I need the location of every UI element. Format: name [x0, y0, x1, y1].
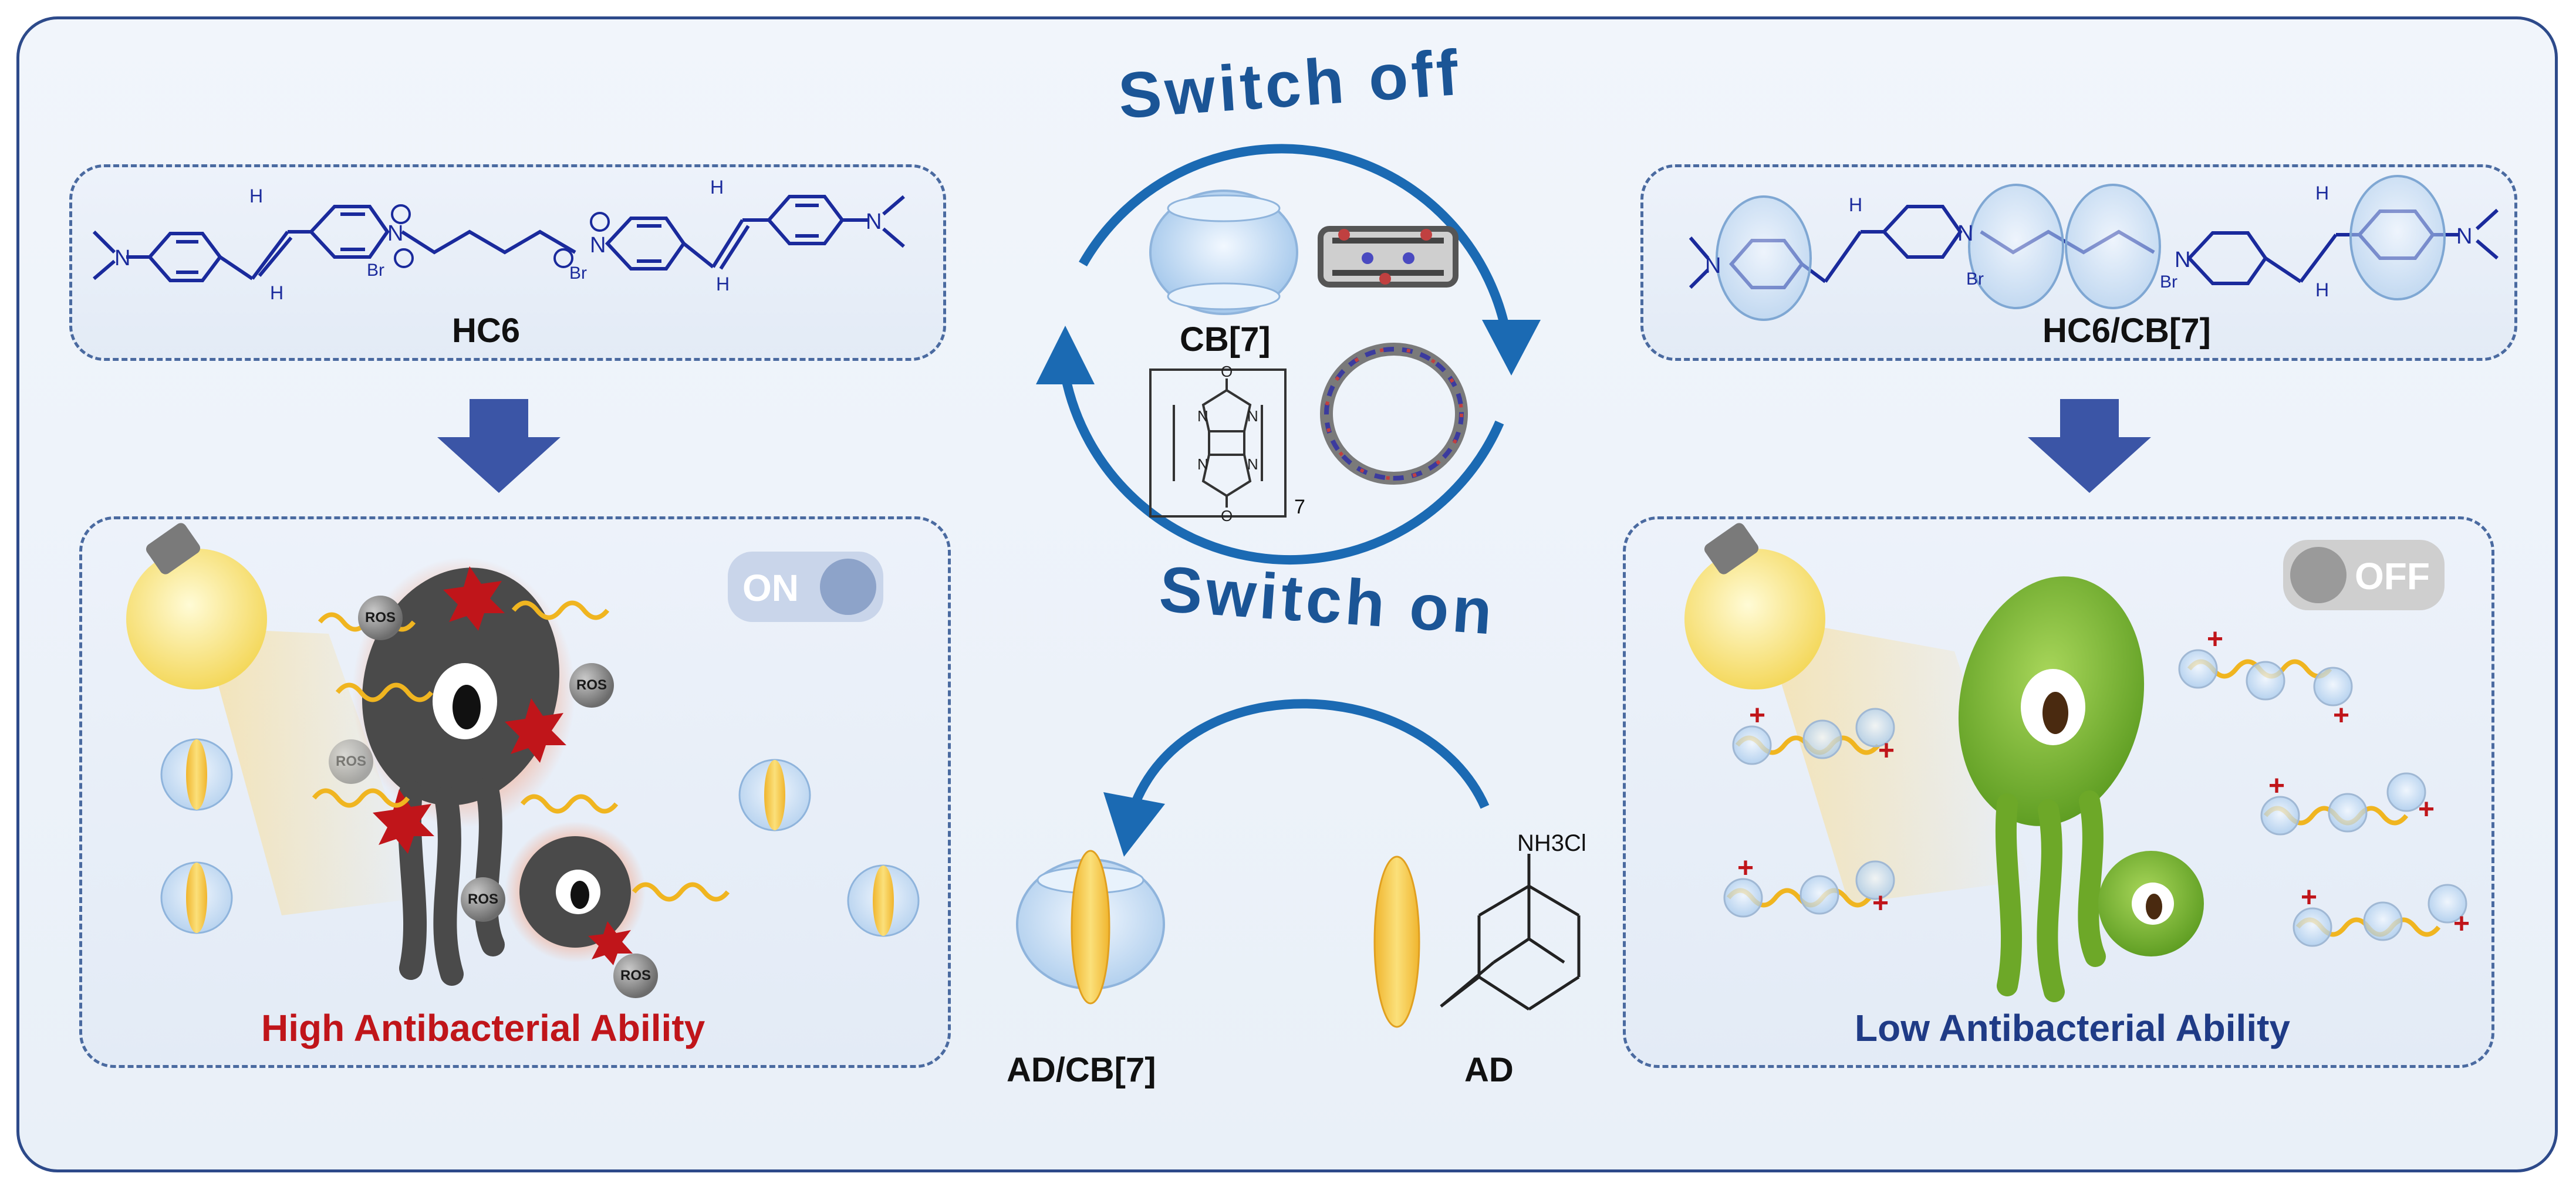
svg-text:H: H — [270, 282, 283, 303]
svg-text:N: N — [114, 246, 130, 271]
high-antibacterial-label: High Antibacterial Ability — [261, 1007, 705, 1049]
svg-text:N: N — [2175, 248, 2190, 272]
cb7-label: CB[7] — [1180, 320, 1271, 359]
hc6-cb7-structure: N N N N H H H Br Br — [1689, 175, 2499, 321]
off-toggle-text: OFF — [2355, 555, 2430, 597]
svg-text:Br: Br — [1966, 269, 1984, 289]
ros-sphere: ROS — [613, 954, 658, 998]
ros-sphere: ROS — [358, 596, 403, 640]
svg-text:Br: Br — [367, 261, 384, 280]
hc6-atom-labels: N N N N H H H H Br Br — [114, 177, 882, 303]
svg-text:O: O — [1221, 363, 1233, 380]
svg-text:+: + — [1878, 735, 1895, 766]
ad-cb7-label: AD/CB[7] — [1007, 1051, 1156, 1089]
off-toggle-badge: OFF — [2283, 540, 2445, 610]
svg-text:+: + — [2418, 794, 2435, 825]
left-light-bulb-icon — [126, 523, 423, 915]
on-toggle-text: ON — [742, 567, 799, 609]
left-down-arrow — [437, 399, 561, 493]
hc6-cb7-label: HC6/CB[7] — [2042, 312, 2211, 350]
svg-text:H: H — [2315, 279, 2329, 300]
ros-sphere: ROS — [329, 739, 373, 784]
svg-text:N: N — [866, 209, 882, 234]
cb7-host-bubbles-right — [1723, 649, 2467, 947]
right-down-arrow — [2028, 399, 2151, 493]
cb7-chemical-structure — [1149, 369, 1287, 518]
ad-label: AD — [1464, 1051, 1514, 1089]
svg-text:+: + — [1872, 888, 1889, 919]
ammonium-label: NH3Cl — [1517, 830, 1586, 856]
svg-text:O: O — [1221, 507, 1233, 525]
on-toggle-badge: ON — [728, 552, 883, 622]
svg-text:+: + — [2268, 770, 2285, 802]
cb7-top-model — [1320, 343, 1468, 485]
switch-on-arrowhead — [1036, 326, 1095, 384]
svg-text:+: + — [2453, 908, 2470, 939]
adamantane-structure — [1440, 854, 1581, 1011]
toggle-knob — [2290, 547, 2347, 603]
svg-text:N: N — [1197, 407, 1208, 425]
svg-text:N: N — [1247, 455, 1258, 473]
cb7-repeat-subscript: 7 — [1294, 496, 1305, 518]
guest-rods-left — [186, 739, 894, 936]
svg-text:N: N — [2456, 224, 2472, 249]
low-antibacterial-label: Low Antibacterial Ability — [1855, 1007, 2290, 1049]
svg-text:H: H — [716, 273, 730, 295]
ros-burst-icons — [373, 566, 633, 965]
svg-text:Br: Br — [2160, 272, 2177, 292]
switch-off-arrowhead — [1482, 320, 1541, 376]
ad-guest-ellipse — [1373, 856, 1420, 1028]
svg-text:+: + — [1737, 853, 1754, 884]
svg-text:Br: Br — [569, 263, 587, 283]
hc6-label: HC6 — [452, 312, 521, 350]
svg-text:N: N — [1197, 455, 1208, 473]
cb7-barrel-cartoon — [1149, 190, 1298, 315]
svg-text:+: + — [2333, 700, 2349, 731]
svg-text:H: H — [710, 177, 724, 198]
inactive-bacterium-large — [1958, 576, 2145, 1002]
active-bacterium-small — [505, 821, 646, 962]
hc6-structure — [92, 195, 905, 282]
switch-on-arc — [1061, 374, 1504, 565]
ros-sphere: ROS — [569, 663, 614, 708]
svg-text:+: + — [2301, 882, 2317, 913]
svg-text:H: H — [249, 185, 263, 207]
svg-text:H: H — [1849, 194, 1862, 215]
svg-text:N: N — [1957, 221, 1973, 246]
svg-text:+: + — [2207, 624, 2223, 655]
svg-text:H: H — [2315, 182, 2329, 204]
ad-cb7-complex — [1016, 850, 1165, 1005]
svg-text:N: N — [387, 221, 403, 246]
displacement-arrowhead — [1103, 792, 1165, 857]
svg-text:+: + — [1749, 700, 1765, 731]
svg-text:N: N — [590, 233, 606, 258]
ros-sphere: ROS — [461, 877, 505, 922]
positive-charge-marks: + + + + + + + + + + — [1737, 624, 2470, 939]
toggle-knob — [820, 559, 876, 615]
svg-text:N: N — [1247, 407, 1258, 425]
svg-text:N: N — [1705, 253, 1721, 278]
displacement-arc — [1128, 699, 1490, 812]
cb7-side-model — [1318, 226, 1459, 288]
switch-off-arc — [1079, 144, 1513, 347]
inactive-bacterium-small — [2098, 851, 2204, 956]
